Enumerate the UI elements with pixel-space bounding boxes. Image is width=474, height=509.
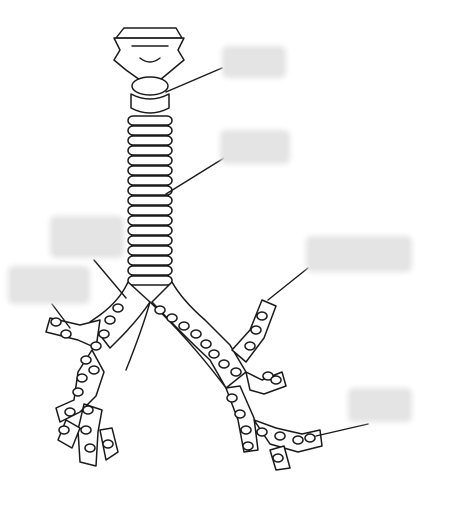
cartilage-plate bbox=[240, 425, 252, 435]
cartilage-plate bbox=[104, 315, 116, 325]
cartilage-plate bbox=[274, 431, 286, 441]
tracheal-ring bbox=[127, 195, 173, 206]
cartilage-plate bbox=[256, 311, 268, 321]
cartilage-plate bbox=[304, 433, 316, 443]
leader-trachea bbox=[165, 157, 225, 195]
tracheal-ring bbox=[127, 175, 173, 186]
cartilage-plate bbox=[76, 373, 88, 383]
larynx bbox=[113, 27, 185, 114]
cartilage-plate bbox=[272, 453, 284, 463]
cartilage-plate bbox=[154, 305, 166, 315]
tracheal-ring bbox=[127, 225, 173, 236]
cartilage-plate bbox=[80, 425, 92, 435]
cartilage-plate bbox=[230, 367, 242, 377]
label-trachea bbox=[224, 134, 286, 160]
leader-left-bronchus bbox=[267, 267, 309, 301]
cartilage-plate bbox=[250, 325, 262, 335]
cartilage-plate bbox=[208, 349, 220, 359]
label-carina bbox=[54, 220, 120, 254]
cartilage-plate bbox=[112, 303, 124, 313]
cartilage-plate bbox=[218, 359, 230, 369]
cartilage-plate bbox=[244, 341, 256, 351]
cartilage-plate bbox=[80, 355, 92, 365]
cartilage-plate bbox=[242, 441, 254, 451]
cartilage-plate bbox=[256, 427, 268, 437]
tracheal-ring bbox=[127, 125, 173, 136]
tracheal-ring bbox=[127, 275, 173, 286]
cartilage-plate bbox=[98, 329, 110, 339]
tracheal-ring bbox=[127, 115, 173, 126]
cartilage-plate bbox=[292, 435, 304, 445]
leader-carina bbox=[93, 259, 127, 299]
label-larynx bbox=[226, 50, 282, 74]
leader-larynx bbox=[165, 67, 223, 93]
tracheal-ring bbox=[127, 245, 173, 256]
tracheal-ring bbox=[127, 165, 173, 176]
tracheal-ring bbox=[127, 255, 173, 266]
cartilage-plate bbox=[88, 365, 100, 375]
cartilage-plate bbox=[166, 313, 178, 323]
tracheal-ring bbox=[127, 235, 173, 246]
label-left-bronchus bbox=[310, 240, 408, 268]
cartilage-plate bbox=[178, 321, 190, 331]
cartilage-plate bbox=[72, 387, 84, 397]
cartilage-plate bbox=[64, 407, 76, 417]
leader-bronchiole bbox=[315, 423, 369, 437]
tracheal-ring bbox=[127, 205, 173, 216]
cartilage-plates bbox=[50, 303, 316, 463]
tracheal-ring bbox=[127, 145, 173, 156]
cartilage-plate bbox=[200, 339, 212, 349]
cartilage-plate bbox=[58, 425, 70, 435]
trachea bbox=[127, 115, 173, 286]
cartilage-plate bbox=[102, 439, 114, 449]
tracheal-ring bbox=[127, 135, 173, 146]
cartilage-plate bbox=[270, 375, 282, 385]
label-right-bronchus bbox=[12, 270, 86, 300]
bronchi bbox=[45, 281, 323, 471]
cartilage-plate bbox=[60, 329, 72, 339]
cartilage-plate bbox=[226, 393, 238, 403]
leader-lines bbox=[51, 67, 369, 437]
cartilage-plate bbox=[50, 317, 62, 327]
tracheal-ring bbox=[127, 265, 173, 276]
cartilage-plate bbox=[90, 341, 102, 351]
cartilage-plate bbox=[234, 409, 246, 419]
cartilage-plate bbox=[84, 443, 96, 453]
cartilage-plate bbox=[190, 329, 202, 339]
tracheal-ring bbox=[127, 215, 173, 226]
tracheal-ring bbox=[127, 155, 173, 166]
label-bronchiole bbox=[352, 392, 408, 418]
leader-right-bronchus bbox=[51, 303, 71, 329]
cartilage-plate bbox=[82, 405, 94, 415]
